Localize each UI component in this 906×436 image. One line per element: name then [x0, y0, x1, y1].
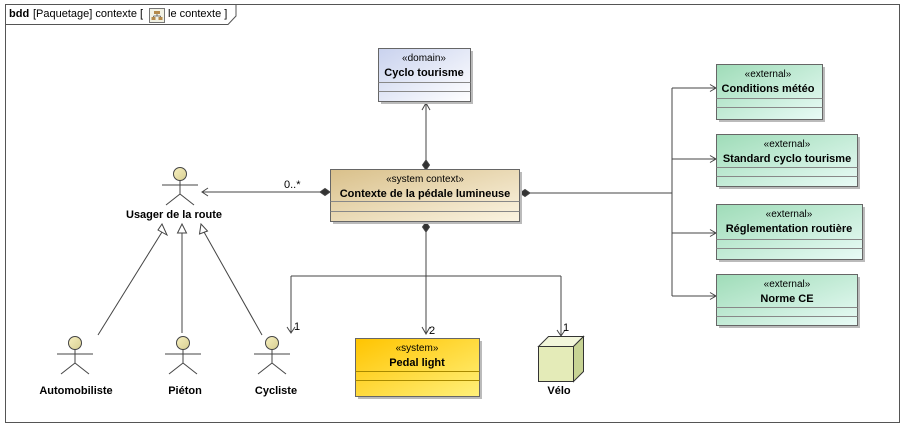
- actor-cycliste-icon: [254, 336, 290, 375]
- velo-node[interactable]: Vélo: [537, 335, 585, 398]
- block-domain[interactable]: «domain» Cyclo tourisme: [378, 48, 474, 105]
- velo-cube-icon: [537, 335, 585, 383]
- generalization-head-cycliste: [198, 222, 209, 235]
- block-system-context[interactable]: «system context» Contexte de la pédale l…: [330, 169, 523, 225]
- multiplicity-velo: 1: [563, 322, 569, 334]
- actor-usager-icon: [162, 167, 198, 206]
- frame-label-suffix: le contexte ]: [168, 8, 227, 20]
- block-context-name: Contexte de la pédale lumineuse: [340, 188, 511, 200]
- ext-reglementation-name: Réglementation routière: [726, 223, 853, 235]
- block-external-norme[interactable]: «external» Norme CE: [716, 274, 861, 329]
- composition-diamond-right: [519, 188, 531, 198]
- actor-usager[interactable]: Usager de la route: [126, 167, 222, 222]
- ext-meteo-name: Conditions météo: [722, 83, 815, 95]
- arrow-to-system: [421, 326, 431, 336]
- generalization-head-automobiliste: [157, 222, 169, 237]
- ext-meteo-stereotype: «external»: [745, 69, 792, 80]
- actor-pieton-icon: [165, 336, 201, 375]
- ext-standard-name: Standard cyclo tourisme: [723, 153, 851, 165]
- block-domain-stereotype: «domain»: [402, 53, 446, 64]
- actor-pieton-label: Piéton: [168, 385, 202, 397]
- velo-label: Vélo: [547, 385, 571, 397]
- ext-reglementation-stereotype: «external»: [766, 209, 813, 220]
- connectors: [97, 84, 717, 337]
- block-system[interactable]: «system» Pedal light: [355, 338, 483, 400]
- composition-diamond-left: [319, 187, 331, 197]
- block-system-name: Pedal light: [389, 357, 445, 369]
- multiplicity-system: 2: [429, 325, 435, 337]
- diagram-frame: bdd [Paquetage] contexte [ le contexte ]: [5, 4, 900, 423]
- actor-cycliste-label: Cycliste: [255, 385, 297, 397]
- ext-norme-name: Norme CE: [760, 293, 813, 305]
- ext-standard-stereotype: «external»: [764, 139, 811, 150]
- ext-norme-stereotype: «external»: [764, 279, 811, 290]
- block-system-stereotype: «system»: [396, 343, 439, 354]
- block-external-standard[interactable]: «external» Standard cyclo tourisme: [716, 134, 861, 190]
- actor-cycliste[interactable]: Cycliste: [254, 336, 297, 398]
- frame-kind: bdd: [9, 8, 29, 20]
- actor-automobiliste[interactable]: Automobiliste: [39, 336, 113, 398]
- generalization-head-pieton: [176, 222, 188, 234]
- block-domain-name: Cyclo tourisme: [384, 67, 463, 79]
- arrow-to-usager: [201, 187, 209, 197]
- block-external-meteo[interactable]: «external» Conditions météo: [716, 64, 826, 123]
- actor-pieton[interactable]: Piéton: [165, 336, 202, 398]
- diagram-icon: [149, 8, 165, 23]
- block-context-stereotype: «system context»: [386, 174, 464, 185]
- actor-automobiliste-label: Automobiliste: [39, 385, 112, 397]
- generalization-automobiliste: [97, 231, 163, 336]
- multiplicity-cycliste: 1: [294, 321, 300, 333]
- block-external-reglementation[interactable]: «external» Réglementation routière: [716, 204, 866, 263]
- actor-usager-label: Usager de la route: [126, 209, 222, 221]
- composition-diamond-top: [421, 159, 431, 171]
- generalization-cycliste: [203, 231, 263, 336]
- actor-automobiliste-icon: [57, 336, 93, 375]
- frame-label-prefix: [Paquetage] contexte [: [33, 8, 143, 20]
- multiplicity-usager: 0..*: [284, 179, 301, 191]
